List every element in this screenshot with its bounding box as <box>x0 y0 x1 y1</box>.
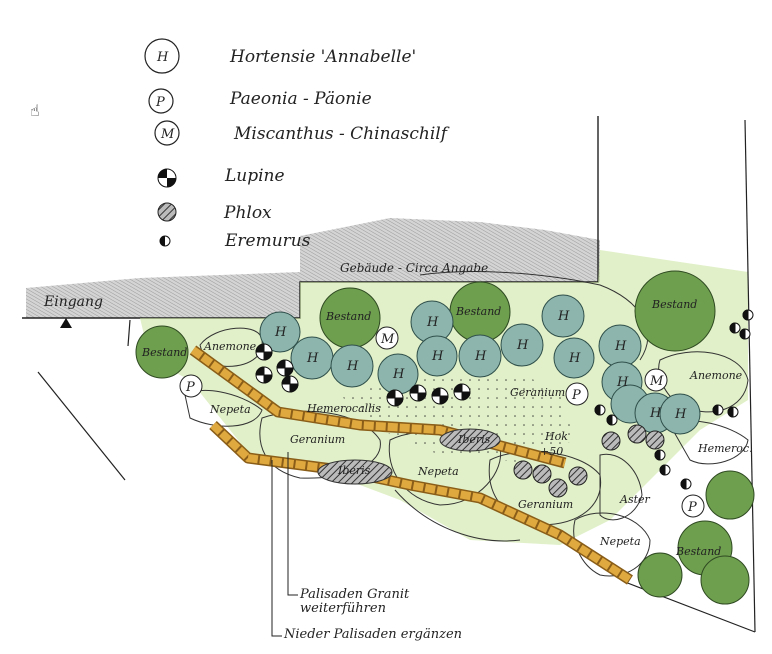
lupine-plants <box>255 343 471 407</box>
legend: H Hortensie 'Annabelle' P Paeonia - Päon… <box>144 38 450 251</box>
label-hok: Hok <box>544 430 568 443</box>
legend-miscanthus-symbol: M <box>154 120 180 146</box>
svg-text:H: H <box>516 338 529 353</box>
note-nieder-palisaden: Nieder Palisaden ergänzen <box>283 627 462 642</box>
label-geranium: Geranium <box>518 498 573 511</box>
iberis-patch <box>439 428 501 452</box>
svg-text:H: H <box>474 349 487 364</box>
svg-text:M: M <box>380 332 395 347</box>
svg-text:P: P <box>687 500 697 515</box>
svg-text:H: H <box>649 406 662 421</box>
tree-bestand <box>705 470 755 520</box>
label-nepeta: Nepeta <box>599 535 641 548</box>
svg-text:M: M <box>160 127 175 142</box>
svg-text:H: H <box>616 375 629 390</box>
legend-eremurus-symbol <box>159 235 171 247</box>
hortensia-group <box>259 294 701 435</box>
tree-bestand <box>634 270 716 352</box>
note-palisaden-2: weiterführen <box>300 601 386 616</box>
svg-text:H: H <box>614 339 627 354</box>
svg-text:H: H <box>346 359 359 374</box>
svg-text:P: P <box>571 388 581 403</box>
label-aster: Aster <box>619 493 651 506</box>
label-iberis: Iberis <box>457 433 491 446</box>
svg-text:H: H <box>557 309 570 324</box>
building <box>26 218 600 318</box>
miscanthus-plants: M M <box>375 326 668 392</box>
note-leader <box>271 460 282 637</box>
legend-label-miscanthus: Miscanthus - Chinaschilf <box>233 124 450 144</box>
label-geranium: Geranium <box>510 386 565 399</box>
label-anemone: Anemone <box>203 340 257 353</box>
legend-label-eremurus: Eremurus <box>224 231 311 251</box>
label-bestand: Bestand <box>455 305 501 318</box>
label-nepeta: Nepeta <box>417 465 459 478</box>
label-bestand: Bestand <box>325 310 371 323</box>
legend-label-phlox: Phlox <box>223 203 272 223</box>
plan-labels: Bestand Bestand Bestand Bestand Bestand … <box>43 261 753 558</box>
tree-bestand <box>700 555 750 605</box>
svg-text:H: H <box>392 367 405 382</box>
label-entrance: Eingang <box>43 294 103 310</box>
label-hemeroc: Hemeroc. <box>697 442 753 455</box>
svg-text:H: H <box>156 50 169 65</box>
svg-text:H: H <box>568 351 581 366</box>
legend-paeonia-symbol: P <box>148 88 174 114</box>
note-leader <box>287 452 298 596</box>
legend-hortensie-symbol: H <box>144 38 180 74</box>
label-bestand: Bestand <box>675 545 721 558</box>
hand-cursor-icon: ☝ <box>30 101 40 120</box>
tree-bestand <box>637 552 683 598</box>
svg-text:H: H <box>274 325 287 340</box>
label-nepeta: Nepeta <box>209 403 251 416</box>
paeonia-plants: P P P <box>179 374 705 518</box>
label-iberis: Iberis <box>337 464 371 477</box>
label-hemerocallis: Hemerocallis <box>306 402 381 415</box>
svg-text:P: P <box>155 95 165 110</box>
tree-bestand <box>135 325 189 379</box>
note-palisaden-1: Palisaden Granit <box>299 587 410 602</box>
label-bestand: Bestand <box>141 346 187 359</box>
east-boundary <box>744 119 756 633</box>
svg-text:H: H <box>306 351 319 366</box>
legend-label-lupine: Lupine <box>224 166 285 186</box>
label-geranium: Geranium <box>290 433 345 446</box>
legend-lupine-symbol <box>157 168 177 188</box>
bestand-trees <box>135 270 755 605</box>
svg-text:H: H <box>674 407 687 422</box>
legend-label-hortensie: Hortensie 'Annabelle' <box>229 47 416 67</box>
legend-label-paeonia: Paeonia - Päonie <box>229 89 372 109</box>
label-hok-number: +50 <box>540 445 563 458</box>
svg-text:M: M <box>649 374 664 389</box>
svg-text:H: H <box>431 349 444 364</box>
west-line <box>37 371 126 481</box>
legend-phlox-symbol <box>157 202 177 222</box>
svg-text:P: P <box>185 380 195 395</box>
phlox-plants <box>513 424 665 498</box>
eremurus-plants <box>594 309 754 490</box>
svg-text:H: H <box>426 315 439 330</box>
entrance-arrow <box>60 318 72 328</box>
iberis-patch <box>317 459 393 485</box>
label-building: Gebäude - Circa Angabe <box>340 261 488 275</box>
label-anemone: Anemone <box>689 369 743 382</box>
label-bestand: Bestand <box>651 298 697 311</box>
